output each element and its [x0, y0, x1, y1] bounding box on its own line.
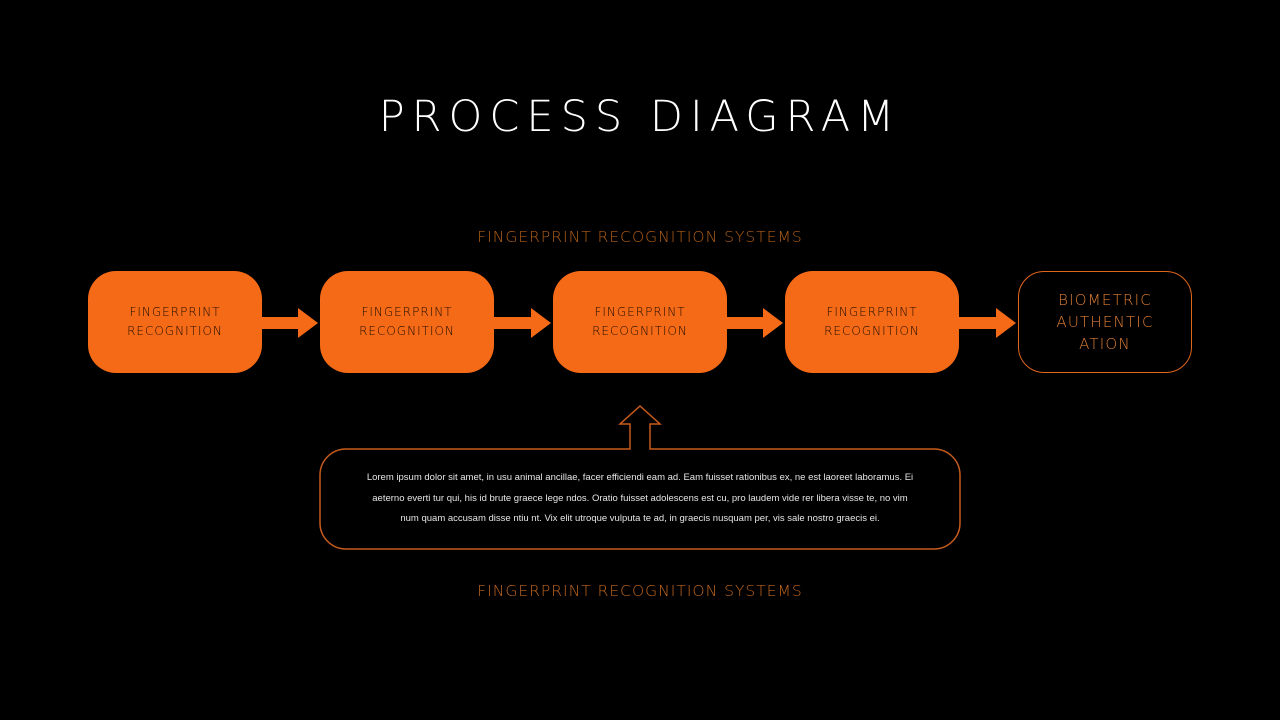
flow-arrow-right-icon: [262, 308, 318, 338]
process-step-1-label: FINGERPRINT RECOGNITION: [127, 305, 223, 338]
process-step-5-box: BIOMETRIC AUTHENTIC ATION: [1018, 271, 1192, 373]
flow-arrow-right-icon: [959, 308, 1016, 338]
process-step-2-box: FINGERPRINT RECOGNITION: [320, 271, 494, 373]
flow-arrow-right-icon: [727, 308, 783, 338]
callout-description-line: aeterno everti tur qui, his id brute gra…: [372, 492, 908, 504]
section-header-top: FINGERPRINT RECOGNITION SYSTEMS: [477, 228, 803, 246]
process-step-4-box: FINGERPRINT RECOGNITION: [785, 271, 959, 373]
process-step-5-label: BIOMETRIC AUTHENTIC ATION: [1056, 291, 1154, 353]
callout-description-line: Lorem ipsum dolor sit amet, in usu anima…: [366, 472, 914, 484]
process-step-3-label: FINGERPRINT RECOGNITION: [592, 305, 688, 338]
callout-description-line: num quam accusam disse ntiu nt. Vix elit…: [400, 513, 880, 525]
slide-title: PROCESS DIAGRAM: [378, 92, 902, 142]
process-step-4-label: FINGERPRINT RECOGNITION: [824, 305, 920, 338]
process-step-2-label: FINGERPRINT RECOGNITION: [359, 305, 455, 338]
callout-description: Lorem ipsum dolor sit amet, in usu anima…: [320, 449, 960, 549]
flow-arrow-right-icon: [494, 308, 551, 338]
section-header-bottom: FINGERPRINT RECOGNITION SYSTEMS: [477, 582, 803, 600]
process-step-1-box: FINGERPRINT RECOGNITION: [88, 271, 262, 373]
process-step-3-box: FINGERPRINT RECOGNITION: [553, 271, 727, 373]
